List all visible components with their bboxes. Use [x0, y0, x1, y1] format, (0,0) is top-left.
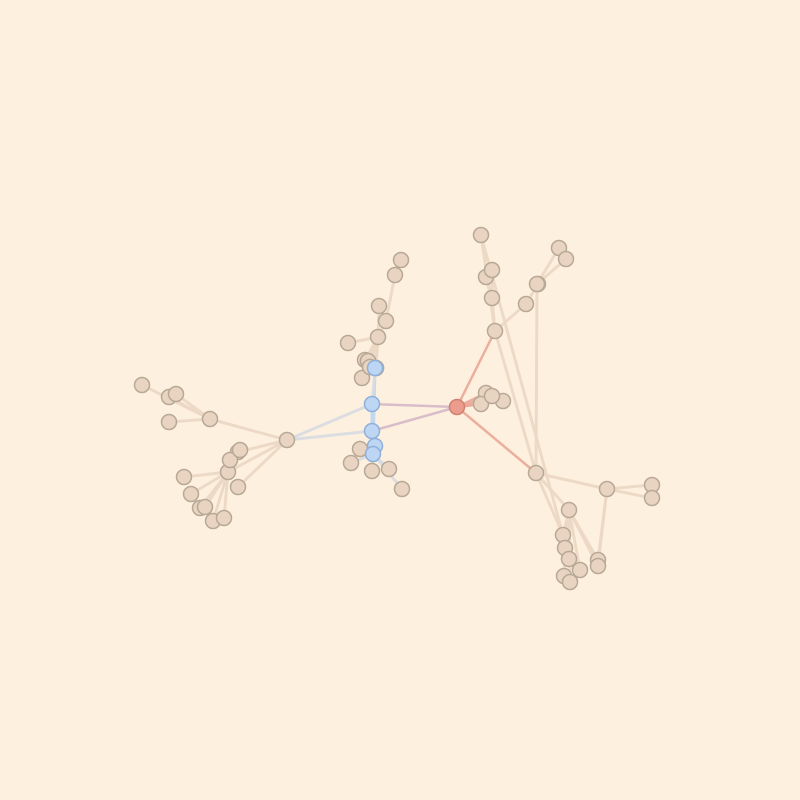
- node-a16[interactable]: [589, 557, 607, 575]
- node-a17[interactable]: [472, 226, 490, 244]
- node-a10[interactable]: [571, 561, 589, 579]
- node-a6[interactable]: [598, 480, 616, 498]
- node-c1[interactable]: [369, 328, 387, 346]
- node-r2[interactable]: [472, 395, 490, 413]
- edge-l1-l4: [236, 438, 289, 489]
- node-l15[interactable]: [215, 509, 233, 527]
- node-a7[interactable]: [560, 501, 578, 519]
- node-c5[interactable]: [386, 266, 404, 284]
- edge-a1-a5: [534, 471, 565, 537]
- node-c13[interactable]: [353, 369, 371, 387]
- node-l10[interactable]: [175, 468, 193, 486]
- node-c11[interactable]: [380, 460, 398, 478]
- node-l17[interactable]: [231, 441, 249, 459]
- edge-a5-a17: [479, 233, 565, 537]
- node-l2[interactable]: [201, 410, 219, 428]
- node-l4[interactable]: [229, 478, 247, 496]
- edge-f-r4: [455, 329, 497, 409]
- node-a9[interactable]: [560, 550, 578, 568]
- node-a12[interactable]: [561, 573, 579, 591]
- node-c3[interactable]: [370, 297, 388, 315]
- node-l1[interactable]: [278, 431, 296, 449]
- node-c10[interactable]: [363, 462, 381, 480]
- edge-b1-l1: [285, 402, 374, 442]
- node-b2[interactable]: [363, 422, 381, 440]
- edge-f-a1: [455, 405, 538, 475]
- node-a14[interactable]: [643, 489, 661, 507]
- node-l8[interactable]: [160, 413, 178, 431]
- node-b1[interactable]: [363, 395, 381, 413]
- node-r6[interactable]: [517, 295, 535, 313]
- node-l16[interactable]: [221, 451, 239, 469]
- edge-l1-l9: [226, 438, 289, 474]
- node-l7[interactable]: [167, 385, 185, 403]
- node-r8[interactable]: [483, 261, 501, 279]
- edge-layer: [140, 233, 654, 584]
- node-b5[interactable]: [366, 359, 384, 377]
- node-a1[interactable]: [527, 464, 545, 482]
- node-r4[interactable]: [486, 322, 504, 340]
- node-r5[interactable]: [483, 289, 501, 307]
- edge-l9-l14: [211, 470, 230, 523]
- node-c6[interactable]: [392, 251, 410, 269]
- node-c2[interactable]: [377, 312, 395, 330]
- node-l5[interactable]: [133, 376, 151, 394]
- edge-l1-l2: [208, 417, 289, 442]
- edge-f-b1: [370, 402, 459, 409]
- node-b4[interactable]: [364, 445, 382, 463]
- edge-b2-l1: [285, 429, 374, 442]
- edge-a1-a7: [534, 471, 571, 512]
- node-a2[interactable]: [528, 275, 546, 293]
- node-a4[interactable]: [557, 250, 575, 268]
- edge-a7-a10: [567, 508, 582, 572]
- node-c9[interactable]: [342, 454, 360, 472]
- node-layer: [133, 226, 661, 591]
- node-c4[interactable]: [339, 334, 357, 352]
- node-l13[interactable]: [196, 498, 214, 516]
- node-l11[interactable]: [182, 485, 200, 503]
- node-c12[interactable]: [393, 480, 411, 498]
- node-f[interactable]: [448, 398, 466, 416]
- node-r3[interactable]: [483, 387, 501, 405]
- edge-r4-a1: [493, 329, 538, 475]
- edge-f-b2: [370, 405, 459, 433]
